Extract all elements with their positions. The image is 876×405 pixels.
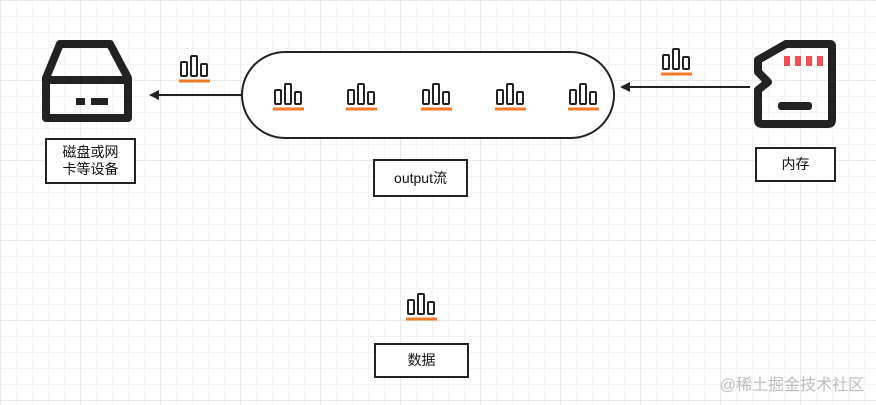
bar-chart-icon: [177, 54, 212, 83]
bar-chart-icon: [659, 47, 694, 76]
data-label: 数据: [374, 343, 469, 378]
bar-chart-icon: [404, 292, 439, 321]
disk-label: 磁盘或网 卡等设备: [45, 138, 136, 184]
hard-drive-icon: [42, 40, 132, 122]
stream-label: output流: [373, 159, 468, 197]
memory-label: 内存: [755, 147, 836, 182]
watermark: @稀土掘金技术社区: [719, 377, 864, 394]
memory-card-icon: [754, 40, 836, 128]
